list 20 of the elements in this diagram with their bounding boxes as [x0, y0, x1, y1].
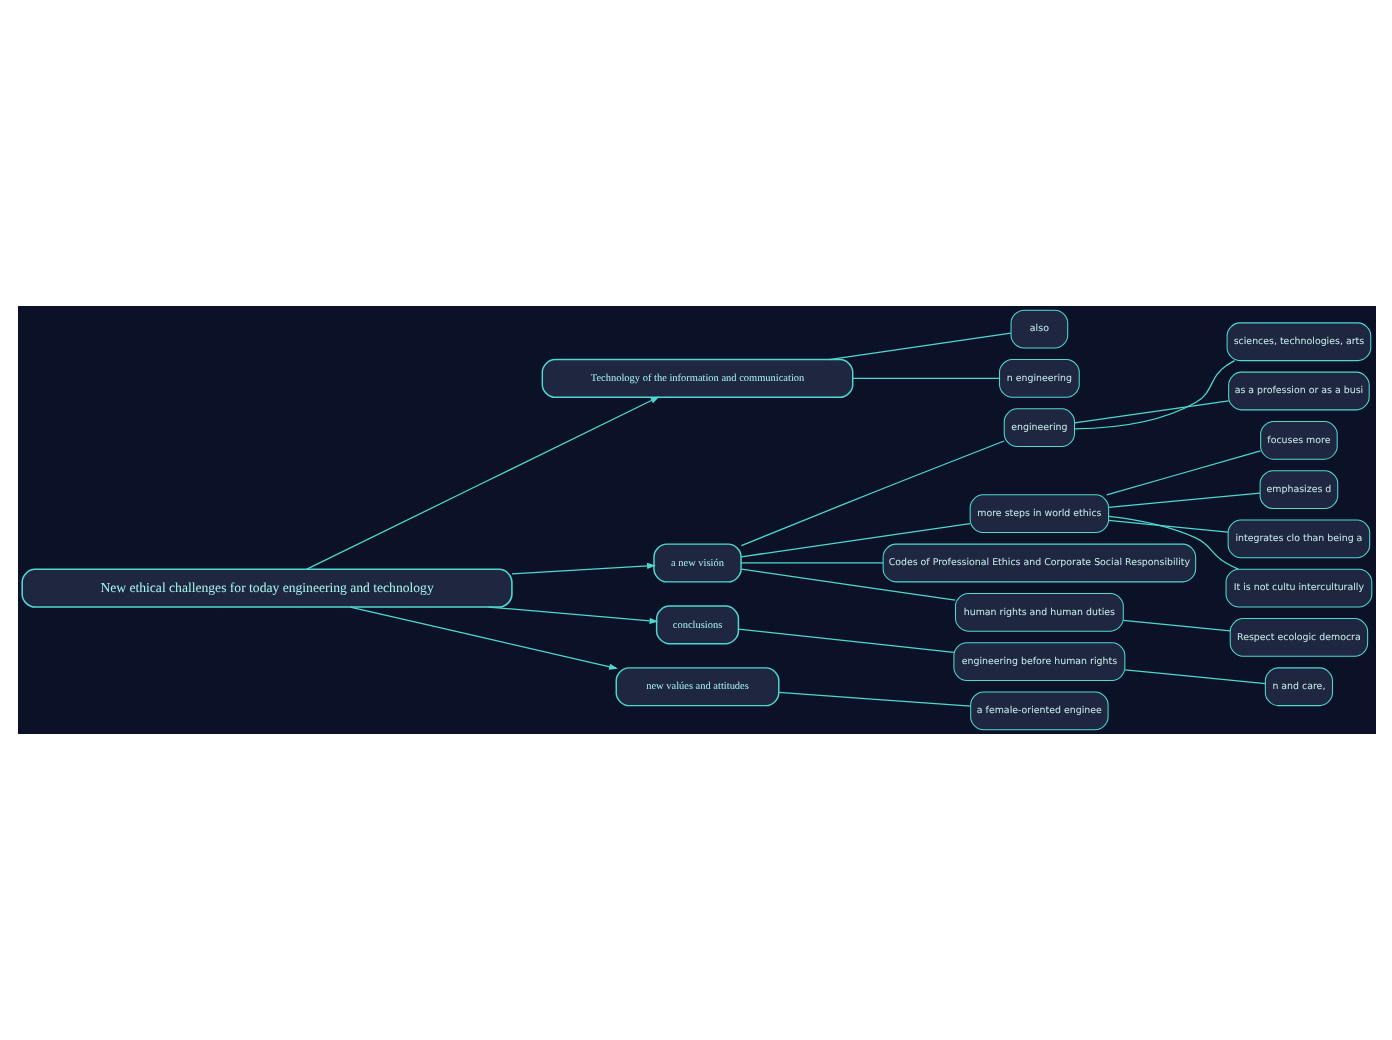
connector	[1073, 360, 1235, 430]
connector	[739, 568, 955, 601]
connector	[1073, 400, 1229, 424]
connector	[1121, 619, 1230, 632]
connector	[851, 377, 999, 380]
connector	[739, 440, 1004, 547]
connector	[777, 691, 971, 707]
arrow	[348, 606, 617, 670]
arrow	[486, 606, 658, 624]
connector	[1107, 492, 1260, 508]
connector	[1107, 515, 1238, 570]
connector	[1105, 450, 1261, 496]
connector	[739, 562, 883, 564]
arrow	[305, 396, 659, 570]
connector	[827, 332, 1011, 361]
connector	[1107, 519, 1228, 533]
arrow	[510, 562, 655, 575]
connector	[736, 628, 954, 654]
connector	[1123, 669, 1265, 685]
connector	[739, 523, 970, 558]
